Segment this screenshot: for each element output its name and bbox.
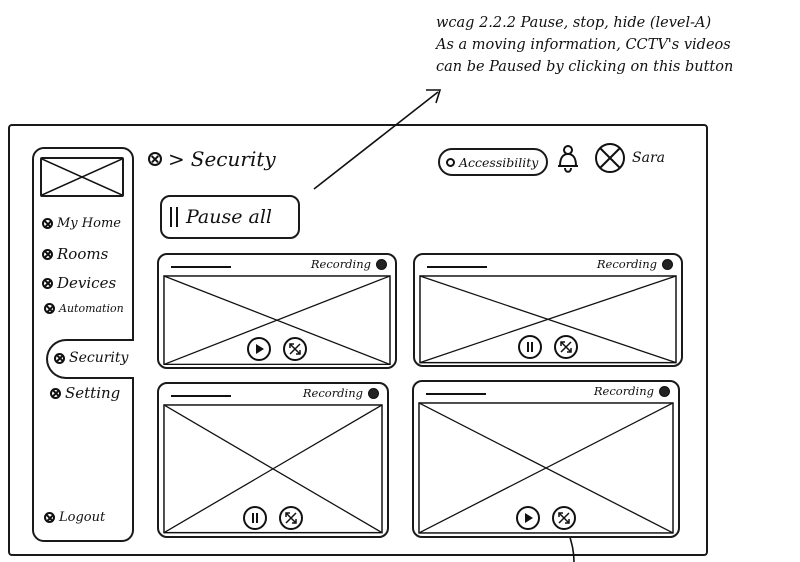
- expand-button[interactable]: [552, 506, 576, 530]
- expand-button[interactable]: [279, 506, 303, 530]
- recording-dot-icon: [662, 259, 673, 270]
- placeholder-cross: [42, 159, 122, 195]
- sidebar-item-rooms[interactable]: Rooms: [42, 245, 108, 263]
- sidebar-item-label: Devices: [57, 274, 117, 292]
- expand-icon: [560, 341, 572, 353]
- video-placeholder: [163, 404, 383, 534]
- video-placeholder: [419, 275, 677, 364]
- play-icon: [256, 344, 264, 354]
- recording-label: Recording: [596, 257, 657, 271]
- camera-tile: Recording: [412, 380, 680, 538]
- annotation-line: As a moving information, CCTV's videos: [436, 37, 731, 53]
- annotation-line: wcag 2.2.2 Pause, stop, hide (level-A): [436, 15, 712, 31]
- wcag-annotation: wcag 2.2.2 Pause, stop, hide (level-A) A…: [436, 12, 788, 78]
- bell-icon[interactable]: [555, 144, 581, 176]
- sidebar-item-setting[interactable]: Setting: [50, 384, 120, 402]
- pause-all-button[interactable]: Pause all: [160, 195, 300, 239]
- sidebar-item-devices[interactable]: Devices: [42, 274, 116, 292]
- camera-header: Recording: [165, 386, 381, 402]
- x-circle-icon: [44, 303, 55, 314]
- accessibility-button[interactable]: Accessibility: [438, 148, 548, 176]
- camera-header-line: [426, 393, 486, 395]
- sidebar-item-my-home[interactable]: My Home: [42, 216, 121, 231]
- accessibility-label: Accessibility: [459, 154, 539, 170]
- camera-controls: [414, 506, 678, 530]
- play-button[interactable]: [247, 337, 271, 361]
- recording-label: Recording: [593, 384, 654, 398]
- sidebar-item-label: Setting: [65, 384, 121, 402]
- avatar: [595, 143, 625, 173]
- camera-controls: [159, 506, 387, 530]
- video-placeholder: [163, 275, 391, 366]
- sidebar-item-automation[interactable]: Automation: [44, 302, 124, 315]
- breadcrumb: > Security: [148, 147, 276, 171]
- sidebar-item-label: My Home: [57, 216, 121, 231]
- annotation-line: can be Paused by clicking on this button: [436, 59, 734, 75]
- camera-tile: Recording: [157, 253, 397, 369]
- expand-button[interactable]: [554, 335, 578, 359]
- camera-tile: Recording: [413, 253, 683, 367]
- sidebar-item-label: Rooms: [57, 245, 109, 263]
- camera-header-line: [427, 266, 487, 268]
- recording-label: Recording: [302, 386, 363, 400]
- circle-icon: [446, 157, 455, 167]
- x-circle-icon: [50, 387, 61, 399]
- x-circle-icon: [54, 352, 65, 364]
- x-circle-icon: [42, 277, 53, 289]
- play-icon: [525, 513, 533, 523]
- camera-tile: Recording: [157, 382, 389, 538]
- pause-button[interactable]: [518, 335, 542, 359]
- pause-icon: [527, 342, 533, 352]
- expand-icon: [558, 512, 570, 524]
- breadcrumb-separator: >: [168, 147, 185, 171]
- logout-label: Logout: [59, 510, 106, 525]
- camera-controls: [415, 335, 681, 359]
- page-title: Security: [190, 147, 276, 171]
- camera-header-line: [171, 266, 231, 268]
- logo-placeholder: [40, 157, 124, 197]
- pause-icon: [170, 207, 178, 227]
- x-circle-icon: [148, 152, 162, 166]
- x-circle-icon: [42, 218, 53, 229]
- camera-header: Recording: [420, 384, 672, 400]
- sidebar-item-label: Automation: [59, 302, 124, 315]
- expand-icon: [289, 343, 301, 355]
- video-placeholder: [418, 402, 674, 534]
- recording-dot-icon: [376, 259, 387, 270]
- expand-icon: [285, 512, 297, 524]
- user-name: Sara: [632, 150, 665, 166]
- x-circle-icon: [44, 512, 55, 523]
- expand-button[interactable]: [283, 337, 307, 361]
- camera-controls: [159, 337, 395, 361]
- camera-header-line: [171, 395, 231, 397]
- recording-dot-icon: [659, 386, 670, 397]
- recording-dot-icon: [368, 388, 379, 399]
- logout-button[interactable]: Logout: [44, 510, 105, 525]
- recording-label: Recording: [310, 257, 371, 271]
- play-button[interactable]: [516, 506, 540, 530]
- sidebar-item-label: Security: [69, 350, 129, 366]
- x-circle-icon: [42, 248, 53, 260]
- pause-icon: [252, 513, 258, 523]
- pause-button[interactable]: [243, 506, 267, 530]
- camera-header: Recording: [165, 257, 389, 273]
- user-menu[interactable]: Sara: [594, 142, 665, 174]
- camera-header: Recording: [421, 257, 675, 273]
- pause-all-label: Pause all: [186, 206, 273, 228]
- sidebar-item-security[interactable]: Security: [54, 350, 128, 366]
